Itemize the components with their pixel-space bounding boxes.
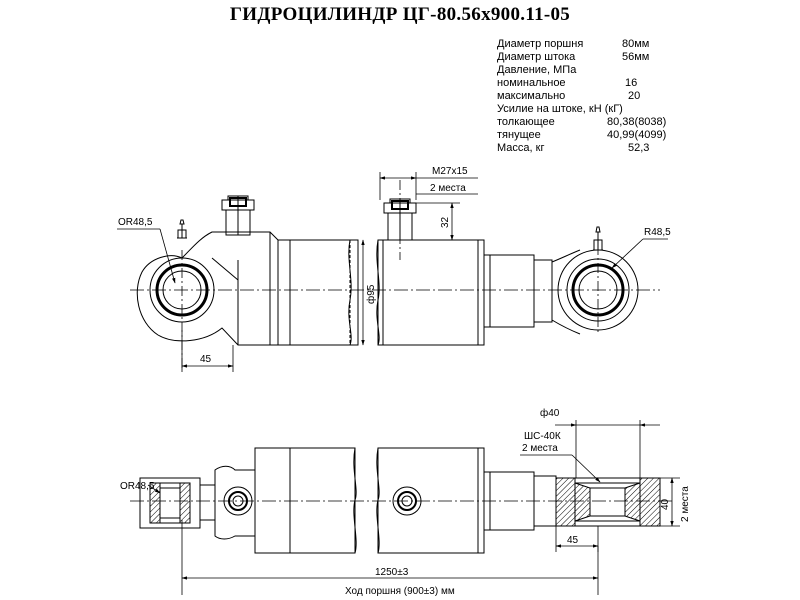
- spec-label: максимально: [497, 90, 566, 102]
- spec-label: Усилие на штоке, кН (кГ): [497, 103, 623, 115]
- top-body: [254, 447, 485, 554]
- spec-value: 20: [628, 90, 641, 102]
- dim-port-count: 2 места: [430, 183, 466, 194]
- dim-bushing-count: 2 места: [522, 443, 558, 454]
- spec-value: 52,3: [628, 142, 650, 154]
- spec-label: Диаметр штока: [497, 51, 576, 63]
- dim-pin-diameter: ф40: [540, 407, 560, 419]
- head-lug: [214, 465, 256, 540]
- left-port-fitting: [221, 195, 255, 236]
- dim-radius-top: ОR48,5: [120, 481, 155, 492]
- spec-label: толкающее: [497, 116, 555, 128]
- dim-bushing: ШС-40К: [524, 431, 561, 442]
- cylinder-body: [277, 239, 485, 346]
- drawing-title: ГИДРОЦИЛИНДР ЦГ-80.56х900.11-05: [229, 4, 571, 25]
- top-view-dimensions: [147, 420, 680, 595]
- top-view-labels: ОR48,5 ф40 ШС-40К 2 места 40 2 места 45 …: [120, 407, 691, 597]
- dim-body-diameter: ф95: [365, 284, 377, 304]
- side-view-dimensions: [117, 172, 668, 372]
- left-eye: [136, 231, 279, 346]
- spec-value: 16: [625, 77, 638, 89]
- piston-rod: [483, 249, 581, 335]
- dim-port-height: 32: [440, 216, 451, 228]
- side-view: [130, 180, 660, 370]
- spec-label: тянущее: [497, 129, 541, 141]
- dim-left-offset: 45: [200, 354, 212, 365]
- left-grease-fitting: [177, 219, 187, 239]
- spec-value: 40,99(4099): [607, 129, 667, 141]
- top-view: [130, 447, 672, 554]
- dim-stroke: Ход поршня (900±3) мм: [345, 586, 455, 597]
- spec-value: 80,38(8038): [607, 116, 667, 128]
- right-eye-section: [555, 477, 661, 527]
- dim-right-offset: 45: [567, 535, 579, 546]
- dim-overall-length: 1250±3: [375, 567, 409, 578]
- spec-value: 56мм: [622, 51, 650, 63]
- dim-radius-right: R48,5: [644, 227, 671, 238]
- dim-port-thread: М27х15: [432, 166, 468, 177]
- dim-eye-width: 40: [660, 498, 671, 510]
- dim-radius-left: ОR48,5: [118, 217, 153, 228]
- spec-value: 80мм: [622, 38, 650, 50]
- spec-label: номинальное: [497, 77, 566, 89]
- spec-label: Диаметр поршня: [497, 38, 584, 50]
- spec-label: Масса, кг: [497, 142, 545, 154]
- side-view-labels: ОR48,5 R48,5 45 М27х15 2 места 32 ф95: [118, 166, 671, 365]
- dim-eye-width-count: 2 места: [680, 486, 691, 522]
- spec-label: Давление, МПа: [497, 64, 577, 76]
